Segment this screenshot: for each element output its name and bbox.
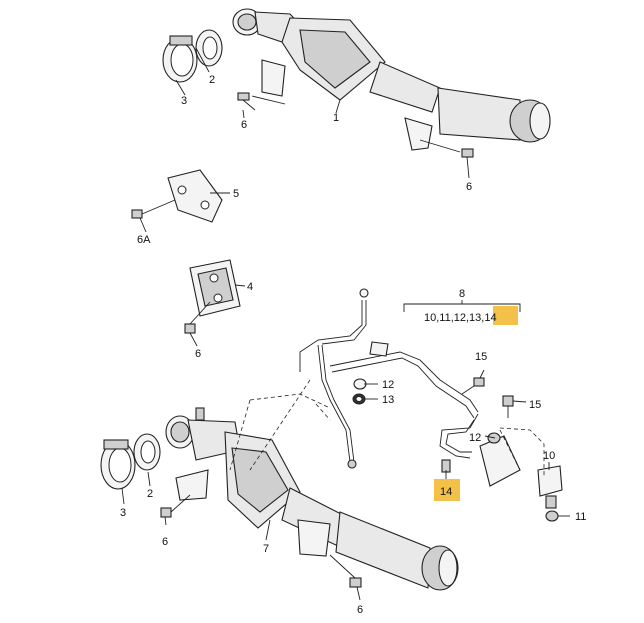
bottom-gasket <box>133 433 161 471</box>
sensor-line-8 <box>299 288 479 469</box>
top-gasket <box>195 29 223 67</box>
callout-5: 5 <box>233 188 239 200</box>
highlight-box-14-group <box>493 306 518 325</box>
leader-lines <box>121 47 570 601</box>
callout-3-top: 3 <box>181 95 187 107</box>
callout-2-bottom: 2 <box>147 488 153 500</box>
top-bolt-a <box>237 92 256 111</box>
callout-2-top: 2 <box>209 74 215 86</box>
bottom-catalytic-converter <box>165 407 459 591</box>
bottom-bolt-a <box>160 494 191 518</box>
bottom-clamp <box>100 439 136 490</box>
callout-3-bottom: 3 <box>120 507 126 519</box>
callout-1: 1 <box>333 112 339 124</box>
callout-6-bottom-right: 6 <box>357 604 363 616</box>
callout-6-top-left: 6 <box>241 119 247 131</box>
callout-12-left: 12 <box>382 379 394 391</box>
bracket-4 <box>184 259 241 334</box>
callout-6-mid: 6 <box>195 348 201 360</box>
callout-6-top-right: 6 <box>466 181 472 193</box>
callout-6-bottom-left: 6 <box>162 536 168 548</box>
pressure-sensor-10 <box>537 465 563 522</box>
callout-11: 11 <box>575 511 586 523</box>
callout-14: 14 <box>440 486 452 498</box>
highlight-box-14 <box>434 479 460 501</box>
bottom-bolt-b <box>329 554 362 588</box>
callout-12-right: 12 <box>469 432 481 444</box>
top-catalytic-converter <box>232 8 551 153</box>
nut-13 <box>352 393 366 405</box>
callout-8: 8 <box>459 288 465 300</box>
top-bolt-b <box>461 148 474 158</box>
callout-4: 4 <box>247 281 253 293</box>
bolt-15a <box>461 377 485 395</box>
callout-6A: 6A <box>137 234 151 246</box>
callout-13: 13 <box>382 394 394 406</box>
bolt-15b <box>502 395 514 418</box>
callout-15-left: 15 <box>475 351 487 363</box>
callout-10: 10 <box>543 450 555 462</box>
top-clamp <box>162 35 198 83</box>
callout-8-group: 10,11,12,13,14 <box>424 312 497 324</box>
callout-7: 7 <box>263 543 269 555</box>
callout-15-right: 15 <box>529 399 541 411</box>
bracket-5 <box>131 169 223 223</box>
